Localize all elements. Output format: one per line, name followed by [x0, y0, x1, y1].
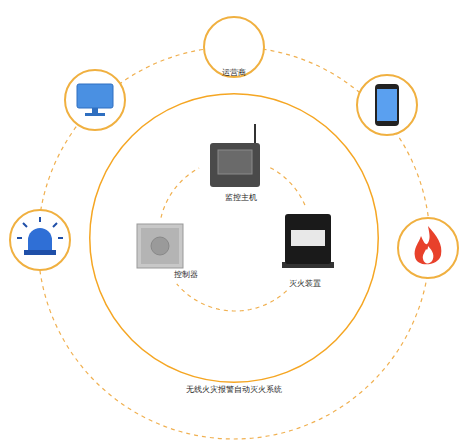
- phone-screen: [377, 89, 397, 121]
- alarm-base: [24, 250, 56, 255]
- dashed-connector: [270, 168, 306, 208]
- alarm-rays: [17, 217, 63, 238]
- node-outline: [203, 16, 265, 78]
- upload-arrow: [231, 42, 241, 60]
- monitor-base: [85, 113, 105, 116]
- phone-body: [375, 84, 399, 126]
- icon-circle: [10, 210, 70, 270]
- icon-circle: [65, 70, 125, 130]
- dashed-connector: [177, 284, 287, 311]
- monitor-screen: [77, 84, 113, 108]
- icon-circle: [398, 218, 458, 278]
- antenna: [254, 124, 256, 144]
- host-screen: [218, 150, 252, 174]
- controller-front: [141, 228, 179, 264]
- circle-outline: [204, 17, 264, 77]
- host-body: [210, 143, 260, 187]
- extinguisher-body: [285, 214, 331, 264]
- node-label: 灭火装置: [289, 279, 321, 289]
- dashed-connector: [161, 168, 199, 218]
- circle-node: 运营商: [203, 16, 265, 78]
- device-node: 灭火装置: [280, 208, 340, 290]
- node-label: 无线火灾报警自动灭火系统: [89, 385, 379, 395]
- device-node: 控制器: [130, 218, 200, 283]
- extinguisher-label: [291, 230, 325, 246]
- outer-dashed-ring: [38, 47, 430, 439]
- node-label: 运营商: [203, 68, 265, 78]
- device-node: 监控主机: [200, 138, 270, 204]
- flame: [415, 226, 442, 264]
- node-outline: [89, 93, 379, 383]
- controller-body: [137, 224, 183, 268]
- alarm-dome: [28, 228, 52, 250]
- circle-outline: [90, 94, 379, 383]
- node-label: 监控主机: [225, 193, 257, 203]
- controller-speaker: [151, 237, 169, 255]
- circle-node: 无线火灾报警自动灭火系统监控主机灭火装置控制器: [89, 93, 379, 383]
- node-label: 控制器: [174, 270, 198, 280]
- flame-core: [423, 246, 434, 263]
- icon-circle: [357, 75, 417, 135]
- monitor-stand: [92, 108, 98, 113]
